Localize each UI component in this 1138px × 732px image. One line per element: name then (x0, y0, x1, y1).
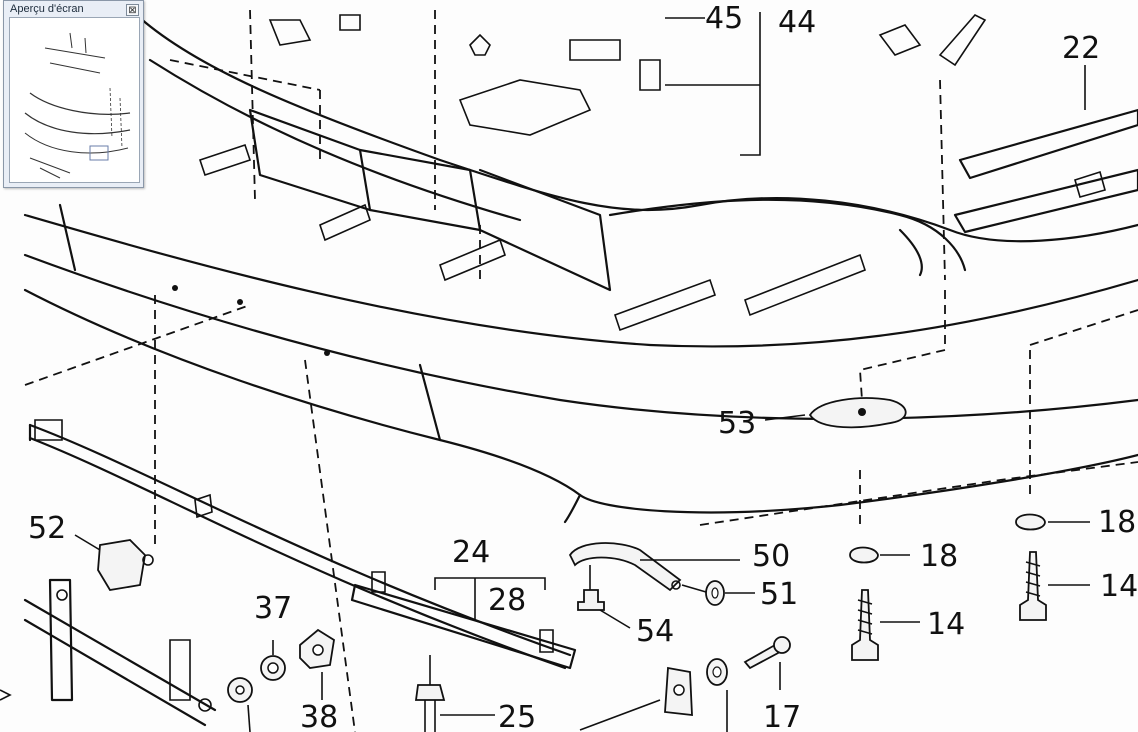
close-icon[interactable]: ⊠ (126, 4, 139, 16)
preview-title: Aperçu d'écran (10, 3, 84, 15)
callout-51: 51 (760, 577, 798, 612)
callout-22: 22 (1062, 31, 1100, 66)
callout-37: 37 (254, 591, 292, 626)
callout-50: 50 (752, 539, 790, 574)
callout-54: 54 (636, 614, 674, 649)
callout-24: 24 (452, 535, 490, 570)
callout-14-center: 14 (927, 607, 965, 642)
callout-45: 45 (705, 1, 743, 36)
callout-18-right: 18 (1098, 505, 1136, 540)
callout-25: 25 (498, 700, 536, 732)
callout-17: 17 (763, 700, 801, 732)
callout-52: 52 (28, 511, 66, 546)
callout-14-right: 14 (1100, 569, 1138, 604)
callout-38: 38 (300, 700, 338, 732)
callout-44: 44 (778, 5, 816, 40)
callout-28: 28 (488, 583, 526, 618)
thumbnail-diagram (10, 18, 139, 182)
preview-thumbnail[interactable] (9, 17, 140, 183)
screen-preview-window[interactable]: Aperçu d'écran ⊠ (3, 0, 144, 188)
callout-18-center: 18 (920, 539, 958, 574)
callout-53: 53 (718, 406, 756, 441)
